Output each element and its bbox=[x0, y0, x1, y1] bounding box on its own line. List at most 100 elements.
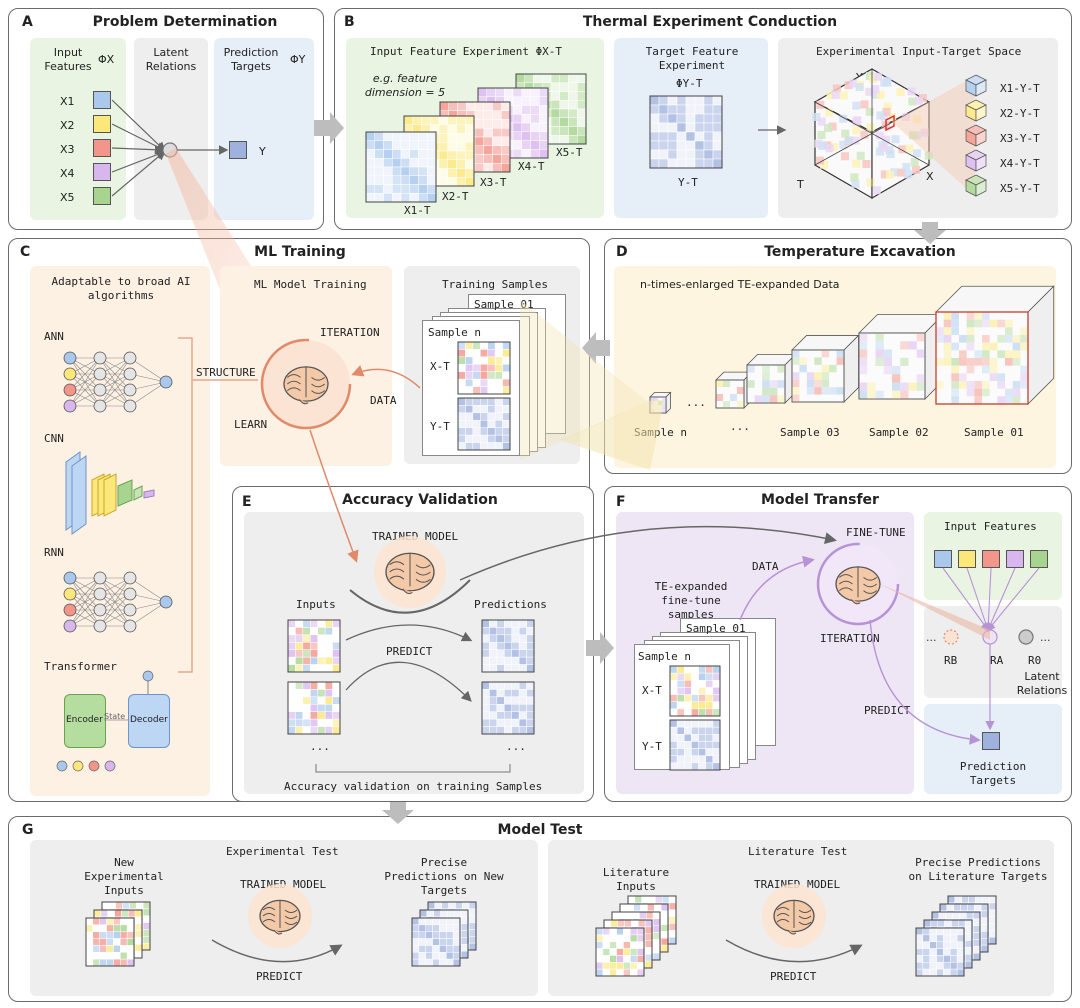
cube-data-cell bbox=[841, 152, 850, 161]
cube-data-cell bbox=[907, 87, 916, 96]
cube-data-cell bbox=[812, 112, 821, 121]
model-training-label: ML Model Training bbox=[254, 278, 367, 291]
validation-prediction-matrix-1 bbox=[481, 619, 535, 673]
phi-y-label: ΦY bbox=[290, 53, 306, 66]
cube-data-cell bbox=[851, 179, 860, 188]
zoom-beam-b bbox=[892, 76, 975, 196]
target-label-y: Y bbox=[259, 145, 266, 158]
sample-02-cube bbox=[858, 313, 945, 400]
cube-data-cell bbox=[852, 101, 861, 110]
cube-data-cell bbox=[920, 128, 929, 137]
example-note: e.g. feature dimension = 5 bbox=[364, 72, 446, 99]
sample-n-label-f: Sample n bbox=[638, 650, 691, 663]
brain-fine-tune bbox=[835, 566, 881, 605]
ellipsis-r0: ... bbox=[1040, 631, 1051, 644]
cube-data-cell bbox=[856, 151, 865, 160]
cube-data-cell bbox=[880, 170, 889, 179]
input-target-cube bbox=[812, 68, 933, 200]
target-matrix bbox=[649, 95, 723, 169]
panel-b-letter: B bbox=[344, 14, 355, 30]
panel-b-title: Thermal Experiment Conduction bbox=[582, 14, 838, 30]
cube-data-cell bbox=[880, 78, 889, 87]
f-feature-square-3 bbox=[982, 550, 1000, 568]
ellipsis-d-bottom: ... bbox=[730, 420, 750, 433]
cube-data-cell bbox=[904, 170, 913, 179]
transfer-arrow bbox=[459, 525, 837, 581]
cube-data-cell bbox=[883, 102, 892, 111]
cube-data-cell bbox=[875, 131, 884, 140]
f-feature-square-2 bbox=[958, 550, 976, 568]
f-feature-square-4 bbox=[1006, 550, 1024, 568]
panel-d-title: Temperature Excavation bbox=[764, 244, 956, 260]
literature-inputs-stack bbox=[595, 895, 677, 977]
rb-node bbox=[943, 629, 959, 645]
f-target-square bbox=[982, 732, 1000, 750]
algorithms-bracket bbox=[178, 337, 193, 673]
axis-x-label: X bbox=[926, 170, 934, 183]
phi-x-label: ΦX bbox=[98, 53, 115, 66]
space-title: Experimental Input-Target Space bbox=[816, 45, 1022, 58]
feature-square-x4 bbox=[93, 163, 111, 181]
cube-data-cell bbox=[896, 88, 905, 97]
panel-g-title: Model Test bbox=[497, 822, 583, 838]
brain-ml-training bbox=[283, 366, 329, 405]
cube-data-cell bbox=[855, 83, 864, 92]
input-experiment-label: Input Feature Experiment ΦX-T bbox=[370, 45, 563, 58]
r0-label: R0 bbox=[1028, 654, 1042, 667]
feature-to-ra-line-3 bbox=[983, 567, 993, 633]
trained-model-base-arc bbox=[349, 579, 471, 614]
cube-data-cell bbox=[839, 114, 848, 123]
cube-data-cell bbox=[886, 150, 895, 159]
validation-bracket bbox=[315, 764, 511, 773]
algo-ann: ANN bbox=[44, 330, 64, 343]
sample-01-label-f: Sample 01 bbox=[686, 622, 746, 635]
cube-data-cell bbox=[850, 173, 859, 182]
panel-e-letter: E bbox=[242, 494, 252, 510]
structure-label: STRUCTURE bbox=[196, 366, 256, 379]
f-feature-square-1 bbox=[934, 550, 952, 568]
feature-label-x2: X2 bbox=[60, 119, 75, 132]
cube-data-cell bbox=[831, 90, 840, 99]
panel-f-title: Model Transfer bbox=[761, 492, 879, 508]
cube-data-cell bbox=[910, 158, 919, 167]
feature-square-x1 bbox=[93, 91, 111, 109]
training-samples-label: Training Samples bbox=[442, 278, 548, 291]
axis-t-label: T bbox=[797, 178, 804, 191]
xt-label-c: X-T bbox=[430, 360, 450, 373]
panel-a-title: Problem Determination bbox=[92, 14, 278, 30]
fine-tune-yt-matrix bbox=[669, 719, 721, 771]
target-square-y bbox=[229, 141, 247, 159]
cube-data-cell bbox=[876, 111, 885, 120]
legend-x4: X4-Y-T bbox=[1000, 157, 1040, 170]
sample-03-label: Sample 03 bbox=[780, 426, 840, 439]
predict-arrow-g2 bbox=[725, 939, 863, 963]
accuracy-footer: Accuracy validation on training Samples bbox=[284, 780, 543, 793]
cube-data-cell bbox=[860, 130, 869, 139]
sample-01-label-c: Sample 01 bbox=[474, 298, 534, 311]
feature-label-x3: X3 bbox=[60, 143, 75, 156]
brain-trained-model-e bbox=[374, 536, 446, 608]
feature-label-x1: X1 bbox=[60, 95, 75, 108]
legend-x1: X1-Y-T bbox=[1000, 82, 1040, 95]
panel-c-letter: C bbox=[20, 244, 31, 260]
predict-arrow-f bbox=[869, 619, 981, 745]
learn-to-trained-arrow bbox=[309, 429, 359, 563]
phi-yt-label: ΦY-T bbox=[676, 77, 703, 90]
cube-data-cell bbox=[891, 135, 900, 144]
data-label-f: DATA bbox=[752, 560, 779, 573]
cube-data-cell bbox=[882, 107, 891, 116]
cube-data-cell bbox=[876, 147, 885, 156]
cube-data-cell bbox=[824, 123, 833, 132]
legend-x3: X3-Y-T bbox=[1000, 132, 1040, 145]
predictions-label: Predictions bbox=[474, 598, 547, 611]
ra-label: RA bbox=[990, 654, 1004, 667]
input-features-label-f: Input Features bbox=[944, 520, 1037, 533]
cube-data-cell bbox=[890, 168, 899, 177]
xt-label-f: X-T bbox=[642, 684, 662, 697]
legend-x5: X5-Y-T bbox=[1000, 182, 1040, 195]
algorithms-area bbox=[30, 266, 210, 796]
validation-prediction-matrix-2 bbox=[481, 681, 535, 735]
data-arrow-c bbox=[351, 365, 421, 389]
